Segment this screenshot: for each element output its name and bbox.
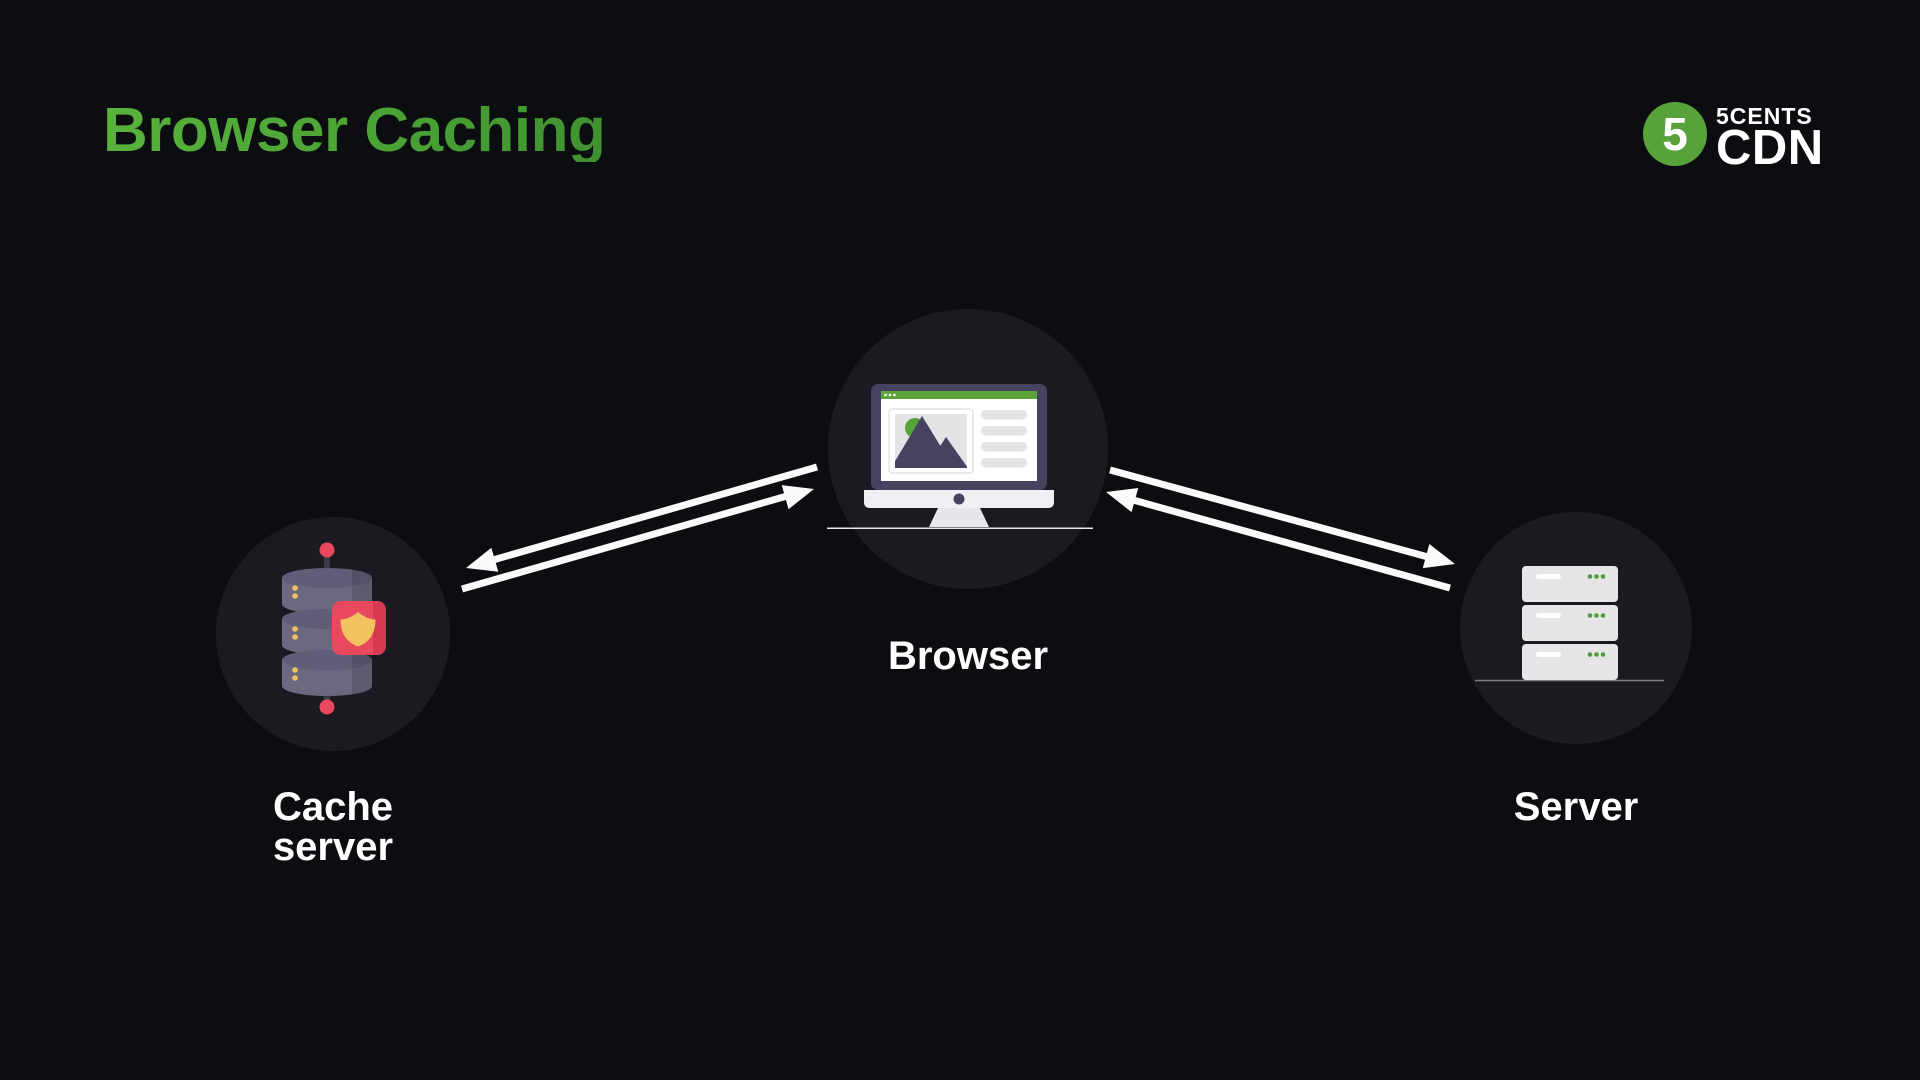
arrow-browser-to-cache-server — [466, 463, 818, 572]
logo-5-badge-icon: 5 — [1643, 102, 1707, 166]
logo-digit: 5 — [1662, 108, 1688, 160]
server-label: Server — [1513, 785, 1639, 829]
page-title: Browser Caching — [103, 96, 606, 165]
browser-monitor-icon — [827, 384, 1093, 529]
rack-unit — [1522, 644, 1618, 680]
browser-label: Browser — [887, 634, 1049, 678]
shield-badge-icon — [332, 601, 386, 655]
arrow-server-to-browser — [1106, 488, 1451, 592]
rack-unit — [1522, 605, 1618, 641]
database-shield-icon — [282, 542, 386, 715]
arrow-browser-to-server — [1109, 466, 1455, 569]
logo-text: 5CENTS CDN — [1716, 101, 1824, 175]
cache-server-label: Cache server — [272, 785, 394, 869]
rack-unit — [1522, 566, 1618, 602]
server-rack-icon — [1475, 566, 1664, 682]
brand-logo: 5 5CENTS CDN — [1643, 101, 1824, 175]
logo-bottom-text: CDN — [1716, 121, 1824, 175]
logo-top-text: 5CENTS — [1716, 103, 1813, 129]
arrow-cache-server-to-browser — [461, 485, 814, 593]
